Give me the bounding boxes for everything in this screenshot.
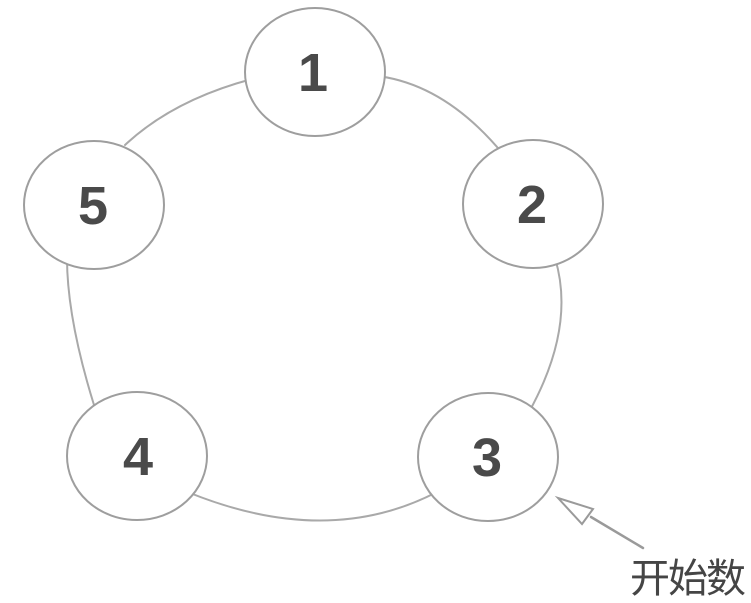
node-1-circle bbox=[244, 7, 386, 137]
node-5: 5 bbox=[23, 140, 165, 270]
node-3-circle bbox=[417, 392, 559, 522]
node-3-number: 3 bbox=[472, 428, 502, 488]
start-count-label: 开始数 bbox=[630, 557, 745, 601]
node-2-circle bbox=[462, 139, 604, 269]
node-1: 1 bbox=[244, 7, 386, 137]
node-2: 2 bbox=[462, 139, 604, 269]
node-2-number: 2 bbox=[517, 175, 547, 235]
node-5-circle bbox=[23, 140, 165, 270]
node-1-number: 1 bbox=[298, 43, 328, 103]
node-4-number: 4 bbox=[123, 427, 153, 487]
ring-arc-path bbox=[66, 75, 563, 522]
node-4: 4 bbox=[66, 391, 208, 521]
arrow-head-icon bbox=[554, 495, 595, 526]
node-4-circle bbox=[66, 391, 208, 521]
arrow-shaft bbox=[589, 515, 645, 550]
start-pointer-arrow bbox=[554, 495, 645, 550]
node-5-number: 5 bbox=[78, 176, 108, 236]
node-3: 3 bbox=[417, 392, 559, 522]
